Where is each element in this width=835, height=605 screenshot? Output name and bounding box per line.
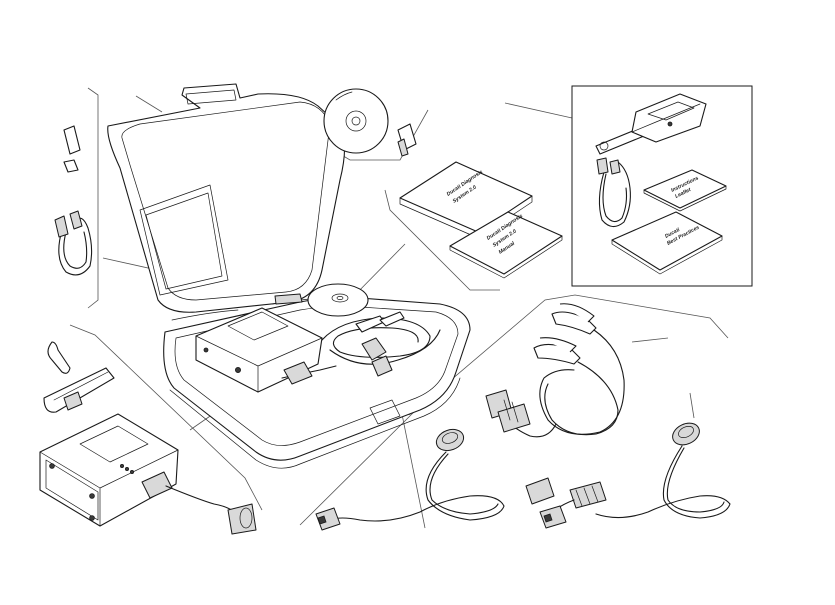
usb-dongle-plug (397, 138, 409, 157)
clip-red-jaw (551, 311, 597, 335)
manual-4-thickness (611, 235, 723, 275)
cd-reflection (335, 91, 353, 101)
tester-led-1 (120, 463, 125, 468)
leader-left-group (69, 324, 263, 511)
key-device-ring (599, 141, 609, 151)
cable-3-round-connector (672, 422, 700, 446)
pack-coiled-cable (598, 161, 631, 228)
case-tester-edges (195, 335, 323, 393)
clip-black-upper (539, 337, 577, 353)
memory-stick-cap (63, 159, 79, 173)
cd-hub (345, 110, 367, 132)
tester-cable-plug-face (239, 507, 253, 529)
strap-buckle (63, 391, 83, 411)
clip-connector-ribs (503, 399, 519, 423)
leader-pack-box (504, 102, 573, 119)
cable-3-junction-ribs (575, 485, 599, 507)
key-device-screen (647, 101, 695, 121)
strap (43, 367, 115, 413)
cable-1-plug (315, 507, 341, 531)
cd-hole (351, 116, 361, 126)
usb-cable-plug-a (54, 215, 69, 238)
battery-clip-cable (485, 303, 625, 438)
case-cd-hub (331, 293, 349, 303)
leader-case-top (135, 95, 163, 113)
leader-clips (631, 337, 669, 343)
case-tester-screen (227, 311, 289, 341)
tester-body (39, 413, 179, 527)
usb-cable-plug-b (69, 210, 83, 230)
pack-cable-plug-2 (609, 159, 621, 175)
case-tester-screw-2 (203, 347, 209, 353)
case-tester-connector (283, 361, 313, 385)
case-base-lower-edge (169, 377, 461, 469)
cable-3-lead-2 (666, 447, 725, 513)
usb-cable-coil (58, 217, 93, 276)
leader-left-bracket (87, 87, 99, 309)
adapter-cable-1 (315, 428, 505, 531)
clip-red-upper (559, 303, 595, 323)
leader-cable-3 (689, 392, 695, 419)
case-usb-plug (274, 293, 303, 305)
case-latch (369, 399, 401, 425)
adapter-cable-3 (525, 422, 731, 529)
carabiner (47, 341, 71, 374)
tester-side-panel (45, 459, 99, 521)
cable-3-junction (569, 481, 607, 509)
carry-case (107, 83, 471, 469)
tester-led-3 (129, 469, 134, 474)
case-lid (107, 83, 346, 313)
memory-stick (63, 125, 81, 155)
tester-screw-2 (89, 493, 95, 499)
case-handle (185, 89, 237, 105)
case-lid-pocket-inner (145, 192, 223, 290)
key-device-edge (631, 103, 701, 133)
case-round-connector (361, 337, 387, 361)
clip-cable-black (544, 361, 619, 436)
cable-3-lead (595, 445, 731, 519)
manual-3-thickness (643, 185, 727, 212)
cable-3-plug-b (539, 505, 567, 529)
tester-screw-1 (49, 463, 55, 469)
cable-1-connector-face (441, 432, 459, 444)
left-accessories (54, 125, 93, 276)
pack-coiled-cable-2 (602, 173, 628, 223)
cable-1-plug-pin (317, 515, 327, 525)
left-bottom-accessories (39, 341, 257, 535)
cable-1-lead-2 (429, 453, 499, 515)
strap-stitch (53, 371, 109, 401)
tester-edges (39, 449, 179, 527)
cable-3-plug-a (525, 477, 555, 505)
pack-cable-plug-1 (596, 157, 609, 175)
leader-manuals (384, 189, 500, 291)
manual-2-thickness (449, 235, 563, 279)
case-cd-hole (336, 296, 344, 300)
case-cd-disc (307, 283, 369, 317)
case-clip-2 (379, 311, 405, 327)
cd-and-dongle (323, 88, 417, 157)
case-lid-pocket (139, 184, 229, 296)
case-tester-screw (234, 366, 241, 373)
cable-3-plug-pin (543, 513, 553, 523)
case-lid-inner-rim (121, 101, 331, 301)
cable-1-round-connector (435, 428, 465, 452)
accessory-pack-panel: Instructions Leaflet Ducati Best Practic… (571, 85, 753, 287)
cd-disc (323, 88, 389, 154)
leader-right-group (299, 294, 729, 526)
clip-connector-body-2 (497, 403, 531, 433)
tester-screen (79, 425, 149, 463)
case-connector-plug (371, 355, 393, 377)
usb-cable-coil-2 (63, 231, 88, 269)
cable-3-connector-face (678, 425, 694, 439)
tester-led-2 (125, 466, 130, 471)
manuals-pair: Ducati Diagnosis System 2.0 Ducati Diagn… (399, 161, 563, 279)
tester-screw-3 (89, 515, 95, 521)
key-device-button (667, 121, 673, 127)
case-coiled-cable-2 (329, 329, 441, 365)
cable-1-lead (329, 451, 505, 522)
